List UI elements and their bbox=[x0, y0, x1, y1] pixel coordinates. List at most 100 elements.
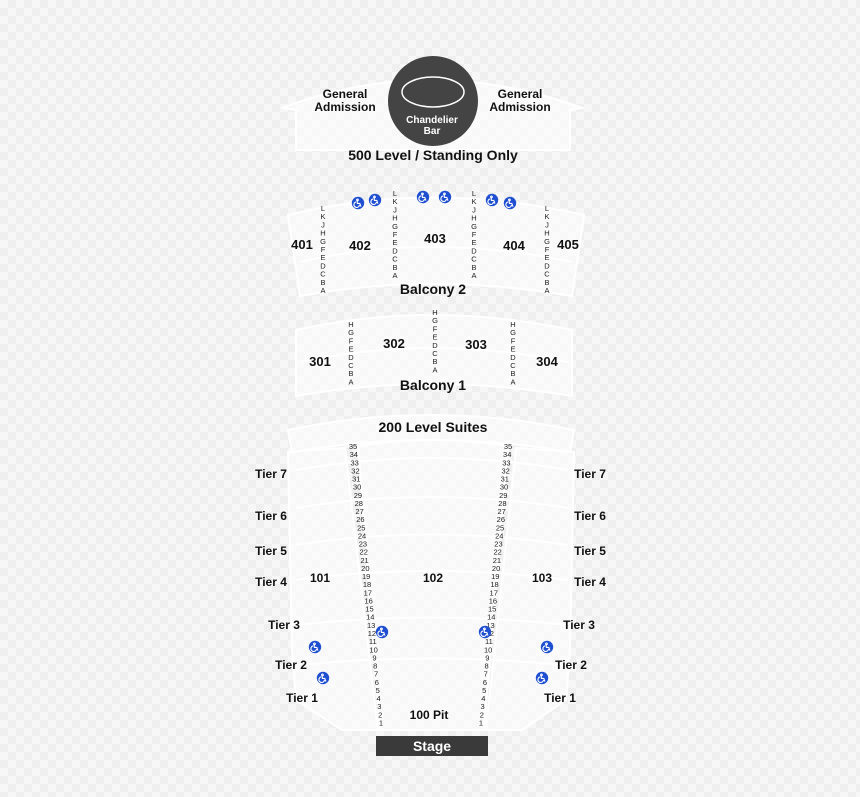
chandelier-bar-dome[interactable] bbox=[388, 56, 478, 146]
balcony2-row-letter: G bbox=[392, 222, 398, 231]
section-404[interactable]: 404 bbox=[503, 238, 525, 253]
aisle-right-row-number: 28 bbox=[498, 499, 506, 508]
aisle-left-row-number: 11 bbox=[369, 637, 377, 646]
section-304[interactable]: 304 bbox=[536, 354, 558, 369]
section-402[interactable]: 402 bbox=[349, 238, 371, 253]
balcony1-row-letter: C bbox=[348, 361, 354, 370]
aisle-left-row-number: 10 bbox=[369, 645, 377, 654]
section-102[interactable]: 102 bbox=[423, 571, 443, 585]
level-500-label: 500 Level / Standing Only bbox=[348, 147, 518, 163]
aisle-right-row-number: 4 bbox=[481, 694, 485, 703]
tier-arc-6 bbox=[295, 496, 569, 509]
general-admission-left-1[interactable]: General bbox=[323, 87, 368, 101]
tier-label-left: Tier 4 bbox=[255, 575, 287, 589]
balcony2-row-letter: D bbox=[320, 261, 326, 270]
wheelchair-accessible-icon bbox=[478, 625, 492, 639]
section-103[interactable]: 103 bbox=[532, 571, 552, 585]
balcony2-row-letter: B bbox=[392, 263, 397, 272]
pit-label[interactable]: 100 Pit bbox=[410, 708, 449, 722]
aisle-right-row-number: 24 bbox=[495, 531, 503, 540]
section-302[interactable]: 302 bbox=[383, 336, 405, 351]
suites-outline bbox=[286, 414, 576, 454]
aisle-right-row-number: 20 bbox=[492, 564, 500, 573]
balcony2-row-letter: F bbox=[545, 245, 550, 254]
tier-label-right: Tier 6 bbox=[574, 509, 606, 523]
aisle-right-row-number: 25 bbox=[496, 523, 504, 532]
aisle-left-row-number: 20 bbox=[361, 564, 369, 573]
balcony1-row-letter: B bbox=[432, 357, 437, 366]
tier-arc-7 bbox=[295, 457, 569, 471]
balcony1-row-letter: E bbox=[510, 345, 515, 354]
aisle-left-row-number: 7 bbox=[374, 670, 378, 679]
wheelchair-accessible-icon bbox=[485, 193, 499, 207]
balcony1-row-letter: G bbox=[510, 328, 516, 337]
tier-label-right: Tier 7 bbox=[574, 467, 606, 481]
balcony2-row-letter: J bbox=[393, 205, 397, 214]
balcony1-row-letter: H bbox=[510, 320, 515, 329]
balcony2-row-letter: E bbox=[392, 238, 397, 247]
aisle-left-row-number: 32 bbox=[351, 466, 359, 475]
balcony1-row-letter: G bbox=[348, 328, 354, 337]
balcony1-title: Balcony 1 bbox=[400, 377, 466, 393]
stage-block bbox=[376, 736, 488, 756]
balcony2-row-letter: C bbox=[544, 270, 550, 279]
general-admission-right-1[interactable]: General bbox=[498, 87, 543, 101]
aisle-right-row-number: 26 bbox=[497, 515, 505, 524]
section-403[interactable]: 403 bbox=[424, 231, 446, 246]
aisle-left-row-number: 14 bbox=[366, 613, 374, 622]
aisle-right-row-number: 21 bbox=[493, 556, 501, 565]
aisle-left-row-number: 2 bbox=[378, 710, 382, 719]
stage-label: Stage bbox=[413, 738, 451, 754]
suites-title[interactable]: 200 Level Suites bbox=[379, 419, 488, 435]
balcony2-row-letter: K bbox=[544, 212, 549, 221]
balcony1-outline bbox=[295, 314, 573, 398]
aisle-right-row-number: 2 bbox=[480, 710, 484, 719]
balcony2-row-letter: A bbox=[320, 286, 325, 295]
tier-label-right: Tier 1 bbox=[544, 691, 576, 705]
section-303[interactable]: 303 bbox=[465, 337, 487, 352]
section-301[interactable]: 301 bbox=[309, 354, 331, 369]
wheelchair-accessible-icon bbox=[308, 640, 322, 654]
aisle-left-row-number: 8 bbox=[373, 662, 377, 671]
balcony2-row-letters: LKJHGFEDCBALKJHGFEDCBALKJHGFEDCBALKJHGFE… bbox=[320, 189, 550, 295]
tier-arc-4 bbox=[295, 570, 569, 581]
tier-arc-2 bbox=[299, 657, 565, 666]
section-101[interactable]: 101 bbox=[310, 571, 330, 585]
balcony2-row-letter: H bbox=[544, 229, 549, 238]
aisle-left-row-number: 25 bbox=[357, 523, 365, 532]
aisle-left-row-number: 30 bbox=[353, 483, 361, 492]
balcony1-row-letter: B bbox=[510, 369, 515, 378]
balcony2-row-letter: F bbox=[393, 230, 398, 239]
aisle-left-row-number: 6 bbox=[375, 678, 379, 687]
aisle-left-row-number: 35 bbox=[349, 442, 357, 451]
balcony1-row-letter: D bbox=[432, 341, 438, 350]
orchestra-left-outline bbox=[286, 446, 380, 731]
general-admission-right-2[interactable]: Admission bbox=[489, 100, 550, 114]
balcony2-row-letter: C bbox=[320, 270, 326, 279]
aisle-left-row-number: 12 bbox=[368, 629, 376, 638]
balcony1-row-letter: E bbox=[432, 333, 437, 342]
aisle-right-row-number: 1 bbox=[479, 718, 483, 727]
section-401[interactable]: 401 bbox=[291, 237, 313, 252]
general-admission-left-2[interactable]: Admission bbox=[314, 100, 375, 114]
aisle-right-row-number: 35 bbox=[504, 442, 512, 451]
balcony1-row-letter: D bbox=[510, 353, 516, 362]
aisle-right-row-number: 32 bbox=[501, 466, 509, 475]
balcony2-row-letter: K bbox=[320, 212, 325, 221]
balcony1-row-letter: G bbox=[432, 316, 438, 325]
aisle-left-row-number: 26 bbox=[356, 515, 364, 524]
tier-label-left: Tier 7 bbox=[255, 467, 287, 481]
aisle-right-row-number: 3 bbox=[481, 702, 485, 711]
tier-label-right: Tier 2 bbox=[555, 658, 587, 672]
accessible-seating bbox=[308, 190, 554, 685]
balcony2-row-letter: G bbox=[320, 237, 326, 246]
section-405[interactable]: 405 bbox=[557, 237, 579, 252]
balcony1-row-letter: H bbox=[348, 320, 353, 329]
aisle-left-row-number: 28 bbox=[355, 499, 363, 508]
aisle-right-row-number: 17 bbox=[490, 588, 498, 597]
aisle-right-row-number: 29 bbox=[499, 491, 507, 500]
tier-label-left: Tier 2 bbox=[275, 658, 307, 672]
balcony2-row-letter: K bbox=[392, 197, 397, 206]
balcony2-title: Balcony 2 bbox=[400, 281, 466, 297]
